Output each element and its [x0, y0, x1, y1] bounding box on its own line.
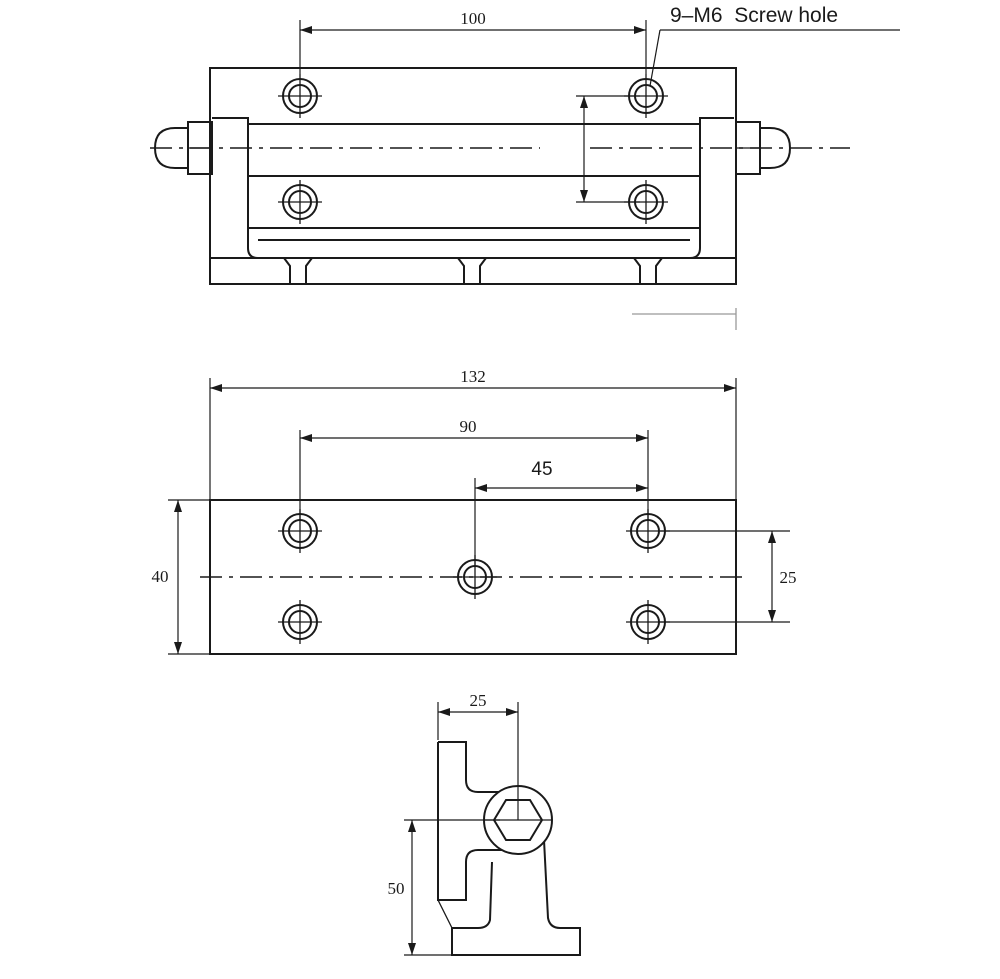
- dim-132: 132: [460, 367, 486, 386]
- screw-hole-callout: 9–M6 Screw hole: [670, 4, 838, 27]
- right-end-block: [689, 117, 734, 259]
- base-plate: [209, 67, 737, 285]
- top-hole: [277, 179, 323, 225]
- dim-90: 90: [460, 417, 477, 436]
- bracket-profile: [437, 741, 508, 901]
- front-view: 132 90 45 40 25: [152, 367, 797, 655]
- dim-100: 100: [460, 9, 486, 28]
- dim-40: 40: [152, 567, 169, 586]
- dim-45: 45: [531, 459, 552, 480]
- plate-hole: [277, 599, 323, 645]
- top-view: 100 9–M6 Screw hole: [150, 4, 900, 330]
- dim-50: 50: [388, 879, 405, 898]
- dim-25-side: 25: [470, 691, 487, 710]
- side-view: 25 50: [388, 691, 581, 956]
- dim-25-rows: 25: [780, 568, 797, 587]
- top-hole: [277, 73, 323, 119]
- left-end-block: [212, 117, 259, 259]
